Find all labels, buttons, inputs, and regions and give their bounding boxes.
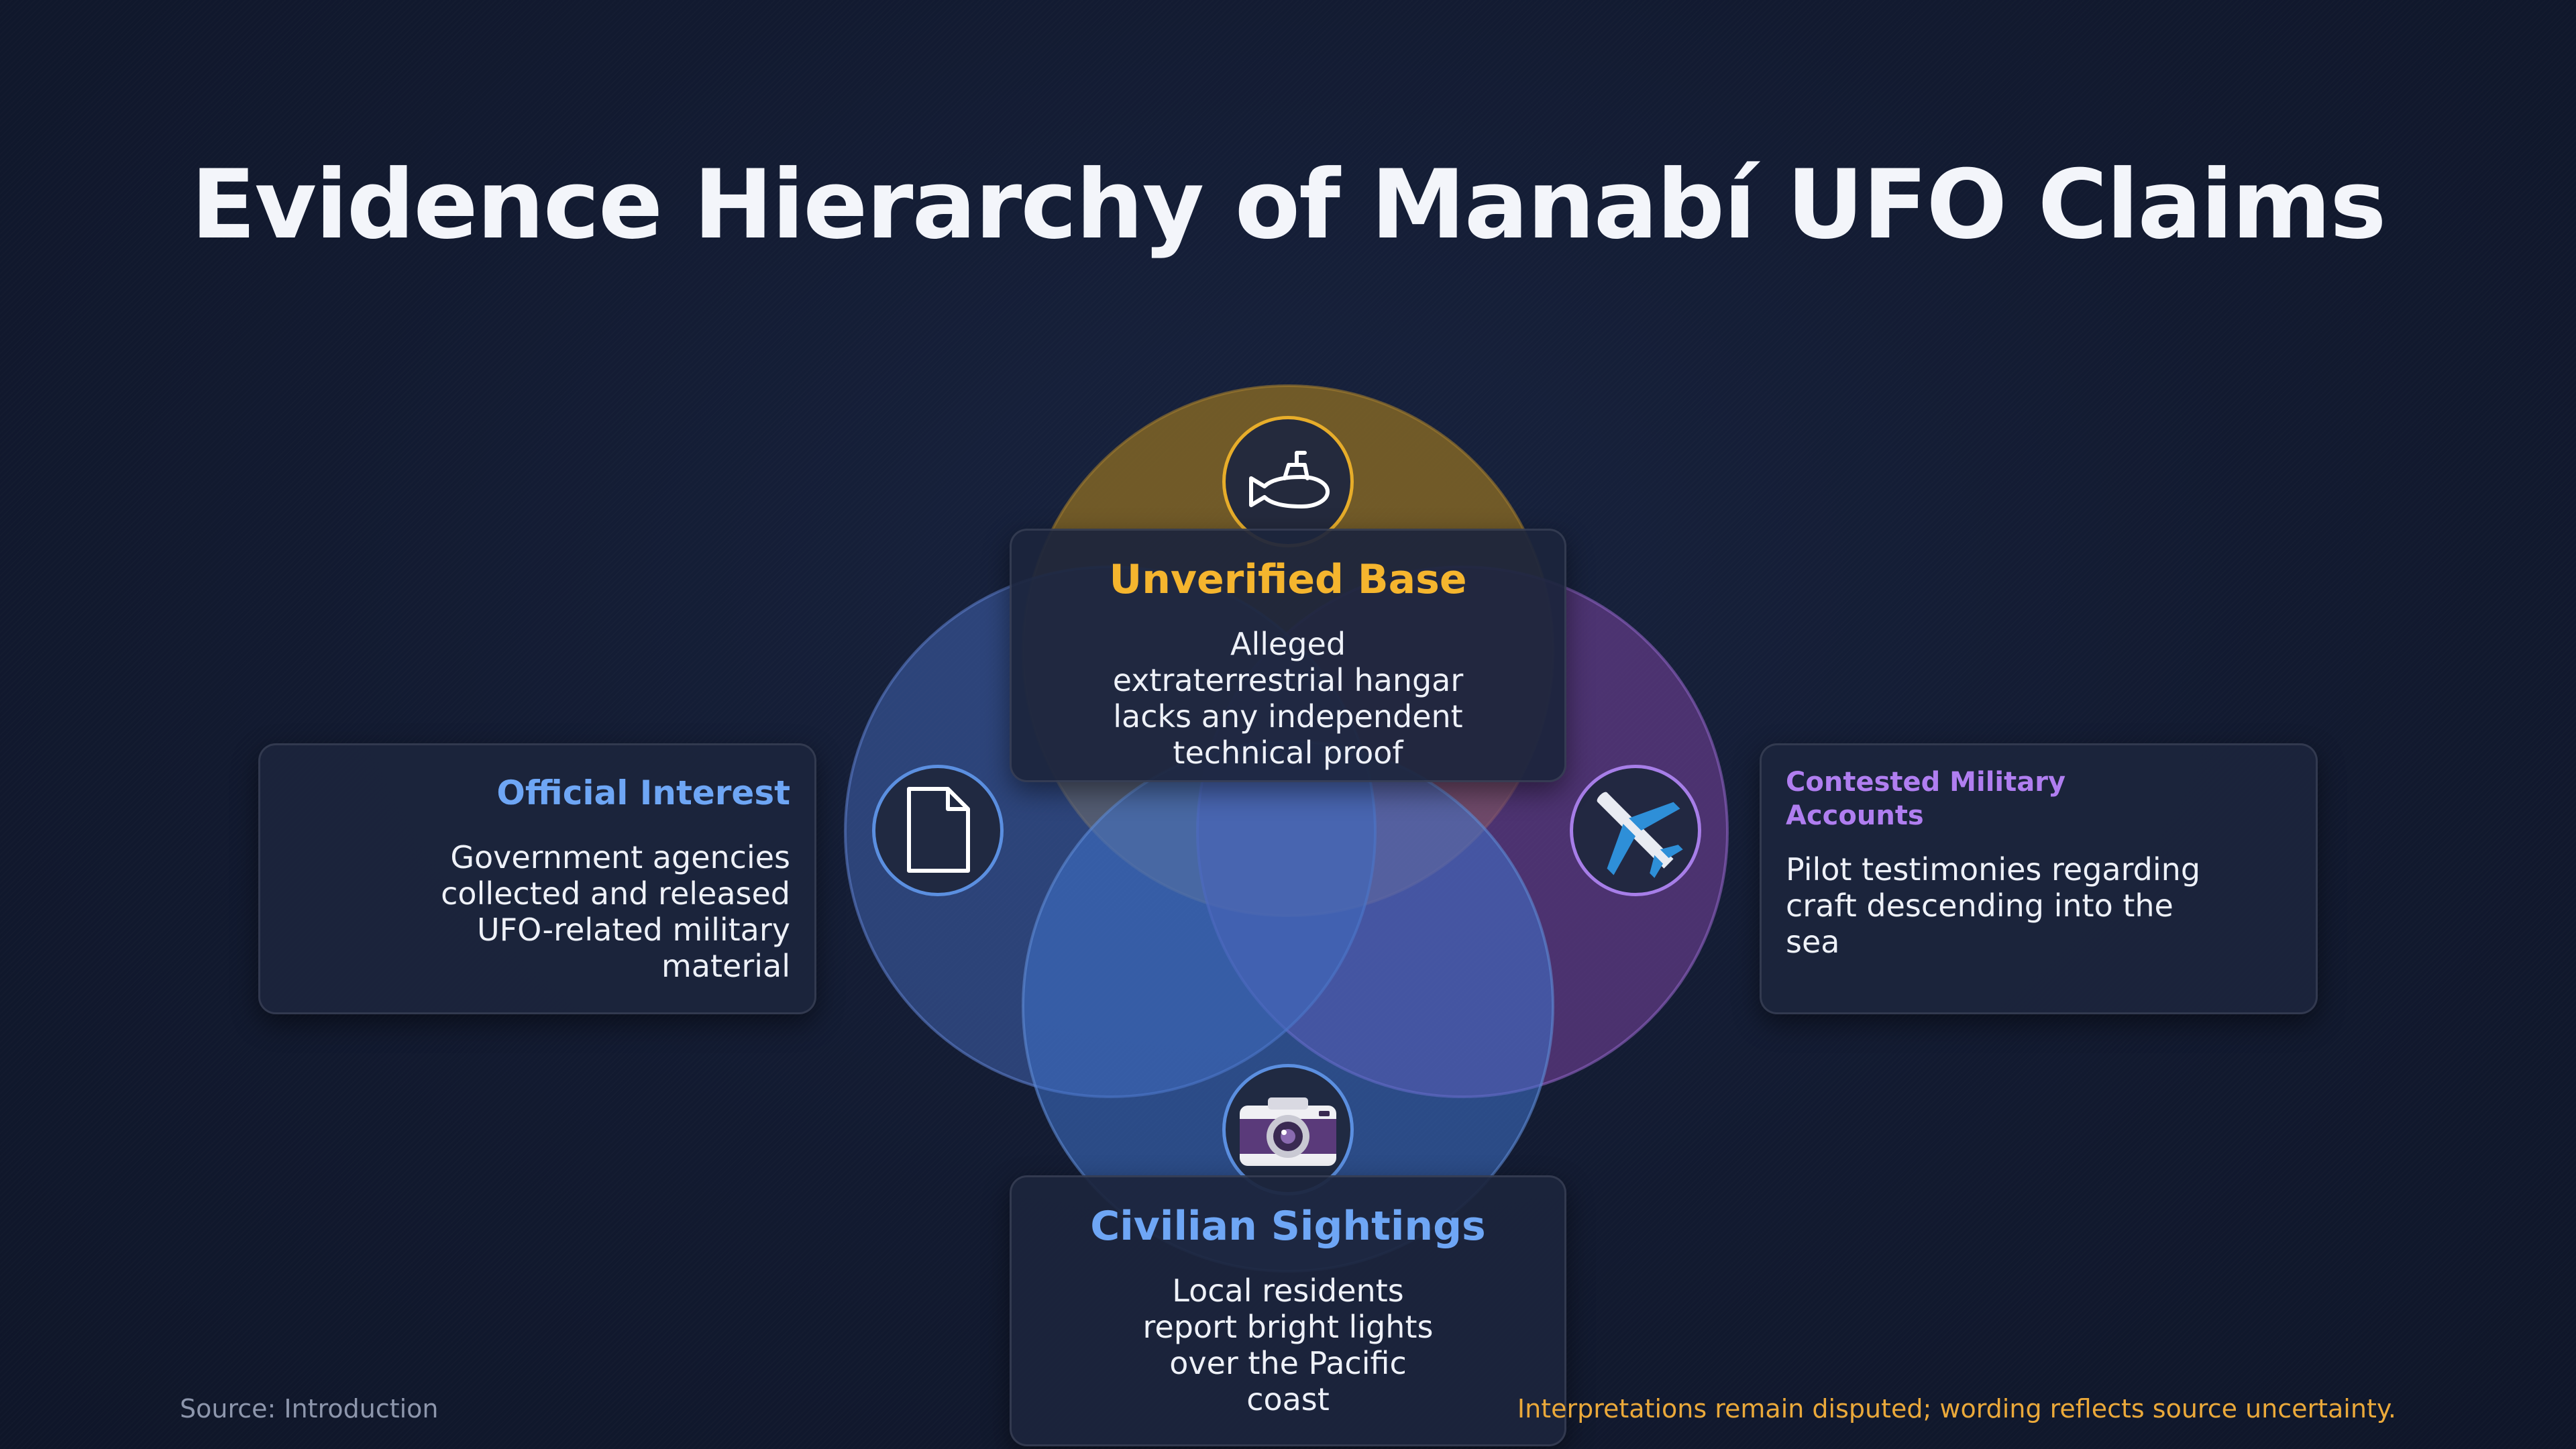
- card-contested-military: Contested Military Accounts Pilot testim…: [1760, 743, 2318, 1014]
- airplane-icon: [1570, 765, 1701, 896]
- card-civilian-sightings: Civilian Sightings Local residents repor…: [1010, 1175, 1566, 1446]
- disclaimer-note: Interpretations remain disputed; wording…: [1517, 1394, 2396, 1424]
- card-text: Alleged extraterrestrial hangar lacks an…: [1112, 626, 1464, 771]
- card-text: Local residents report bright lights ove…: [1142, 1273, 1434, 1417]
- source-note: Source: Introduction: [180, 1394, 439, 1424]
- document-icon: [872, 765, 1004, 896]
- page-title: Evidence Hierarchy of Manabí UFO Claims: [191, 150, 2386, 261]
- card-heading: Contested Military Accounts: [1786, 767, 2066, 831]
- card-heading: Unverified Base: [1109, 556, 1467, 603]
- card-unverified-base: Unverified Base Alleged extraterrestrial…: [1010, 529, 1566, 782]
- card-text: Government agencies collected and releas…: [441, 839, 790, 984]
- card-heading: Official Interest: [496, 773, 790, 812]
- card-heading: Civilian Sightings: [1090, 1203, 1486, 1250]
- submarine-icon: [1222, 416, 1354, 547]
- card-text: Pilot testimonies regarding craft descen…: [1786, 851, 2201, 960]
- card-official-interest: Official Interest Government agencies co…: [258, 743, 816, 1014]
